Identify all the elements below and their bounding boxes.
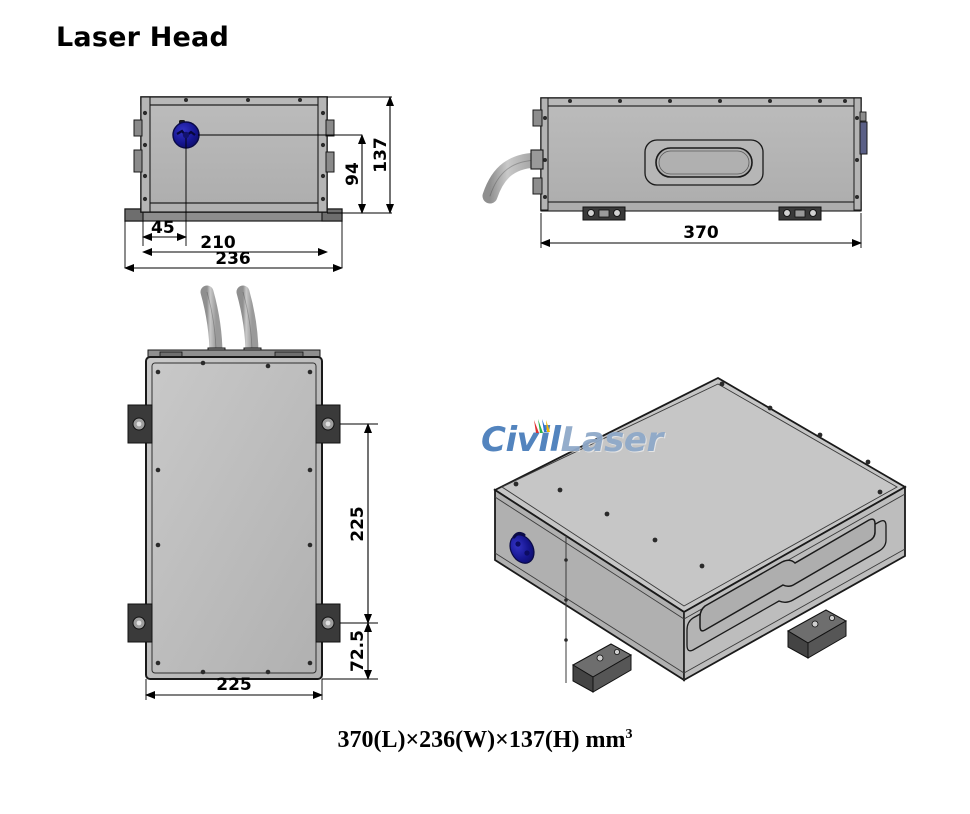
side-view-cable-gland xyxy=(530,149,544,170)
aperture-center-front xyxy=(182,131,190,139)
dim-236: 236 xyxy=(124,249,343,272)
side-view-top-cap xyxy=(540,97,862,107)
dim-210-label: 210 xyxy=(200,233,236,253)
front-view-connector-left-upper xyxy=(133,119,143,137)
iso-mounting-feet xyxy=(571,609,848,693)
side-view-connector-lower xyxy=(532,177,543,195)
side-view-connector-right-small xyxy=(859,111,867,122)
dim-225-vertical-label: 225 xyxy=(348,506,368,542)
side-view-handle-inner xyxy=(658,150,750,175)
caption-superscript: 3 xyxy=(625,727,633,742)
top-view-cable-right xyxy=(236,285,259,362)
aperture-dot-2 xyxy=(524,550,530,556)
side-view: 370 xyxy=(482,97,868,248)
side-view-mounting-feet xyxy=(582,206,822,221)
iso-top-face-inset xyxy=(501,383,898,607)
side-view-edge-screws xyxy=(543,116,859,199)
aperture-dot-1 xyxy=(515,541,521,547)
aperture-tab-iso xyxy=(512,531,526,539)
front-view-connector-right-lower xyxy=(325,151,335,173)
caption: 370(L)×236(W)×137(H) mm3 xyxy=(0,727,970,754)
isometric-view xyxy=(493,376,907,693)
iso-top-screws xyxy=(513,381,883,569)
side-view-handle-grip xyxy=(655,147,753,178)
top-view: 225 72.5 225 xyxy=(127,285,378,700)
dim-225-horizontal-label: 225 xyxy=(216,675,252,695)
front-view-bottom-band xyxy=(140,202,328,213)
dim-370-label: 370 xyxy=(683,223,719,243)
front-view-foot-left xyxy=(124,208,144,222)
dim-137-label: 137 xyxy=(371,137,391,173)
top-view-screws xyxy=(155,360,313,675)
dim-225-vertical: 225 xyxy=(348,423,372,624)
top-view-cable-left xyxy=(200,285,223,362)
side-view-connector-upper xyxy=(532,109,543,127)
side-view-connector-panel-right xyxy=(859,121,868,155)
top-view-inner-edge xyxy=(151,362,317,674)
dim-370: 370 xyxy=(540,223,862,247)
top-view-body xyxy=(145,356,323,680)
iso-handle xyxy=(686,518,887,652)
dim-72-5-label: 72.5 xyxy=(348,630,368,672)
front-view-body xyxy=(140,96,328,213)
front-view-screws xyxy=(142,98,326,202)
front-view: 45 210 236 94 137 xyxy=(124,96,394,272)
dim-45-label: 45 xyxy=(151,218,175,238)
front-view-connector-left-lower xyxy=(133,149,143,173)
dim-94-label: 94 xyxy=(343,162,363,186)
iso-front-seam-screws xyxy=(564,558,568,642)
side-view-top-screws xyxy=(568,99,847,103)
page-title: Laser Head xyxy=(56,22,229,53)
top-view-brackets xyxy=(127,404,341,643)
dim-210: 210 xyxy=(142,233,328,256)
dim-236-label: 236 xyxy=(215,249,251,269)
front-view-connector-right-upper xyxy=(325,119,335,137)
iso-handle-grip xyxy=(699,518,876,632)
front-view-extension-lines xyxy=(124,96,392,268)
dim-72-5: 72.5 xyxy=(348,622,372,680)
dim-94: 94 xyxy=(343,134,366,214)
dim-225-horizontal: 225 xyxy=(145,675,323,699)
dim-137: 137 xyxy=(371,96,394,214)
dim-45: 45 xyxy=(142,218,187,241)
caption-text: 370(L)×236(W)×137(H) mm xyxy=(337,727,626,753)
